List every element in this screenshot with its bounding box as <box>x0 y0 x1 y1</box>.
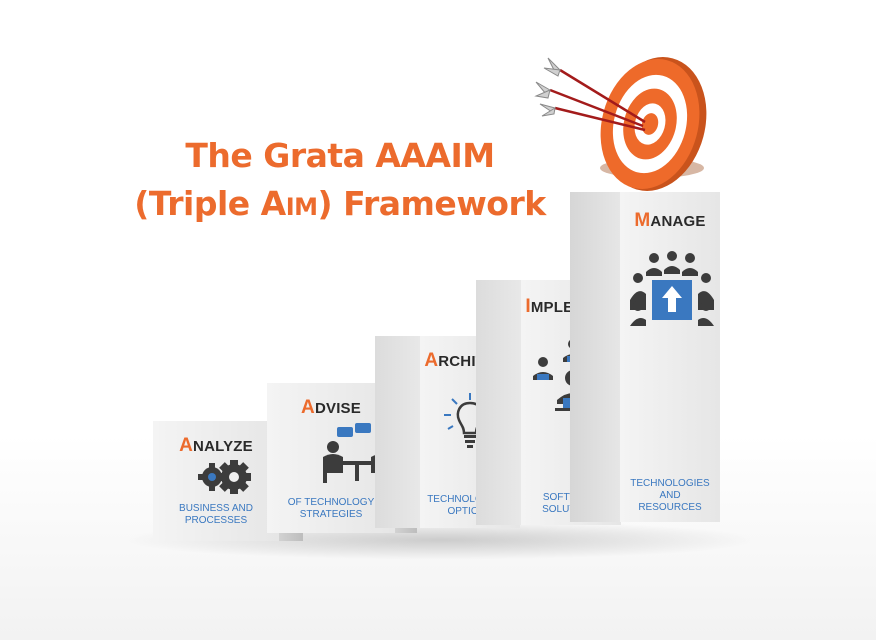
step-label-advise: ADVISE <box>301 397 361 418</box>
title-line-1: The Grata AAAIM <box>185 136 495 175</box>
target-icon <box>534 57 707 191</box>
gears-icon <box>198 460 251 494</box>
step-label-analyze: ANALYZE <box>179 435 253 456</box>
title-line-2: (Triple AIM) Framework <box>134 184 546 223</box>
boardroom-icon <box>630 251 714 326</box>
step-label-manage: MANAGE <box>634 210 706 231</box>
